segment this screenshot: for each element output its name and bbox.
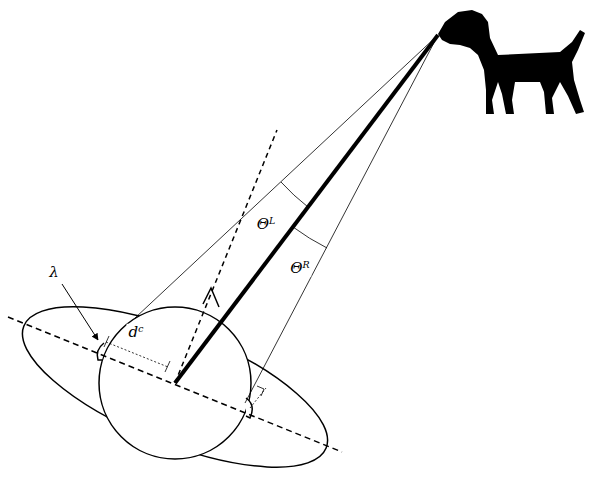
source-direction [175, 35, 438, 383]
pointer-arrow [62, 284, 98, 340]
distance-label: dᶜ [127, 324, 146, 341]
nose [203, 288, 219, 307]
right-angle-mark [257, 386, 264, 396]
distance-tick [165, 361, 170, 372]
distance-tick [104, 336, 109, 347]
projection-line [250, 388, 266, 408]
dog-ear [466, 12, 484, 46]
dog-silhouette [438, 10, 585, 114]
hearing-ellipse [3, 274, 347, 478]
angle-arc-left [281, 182, 308, 207]
left-ray [135, 35, 438, 318]
angle-arc-right [293, 227, 327, 248]
ear-axis [8, 317, 342, 452]
wavelength-label: λ [47, 264, 61, 281]
left-ear [97, 343, 104, 360]
distance-line [106, 342, 168, 367]
right-ray [245, 35, 438, 403]
angle-label: Θᴸ [255, 216, 278, 233]
facing-direction [175, 130, 277, 383]
angle-label: Θᴿ [288, 260, 311, 277]
